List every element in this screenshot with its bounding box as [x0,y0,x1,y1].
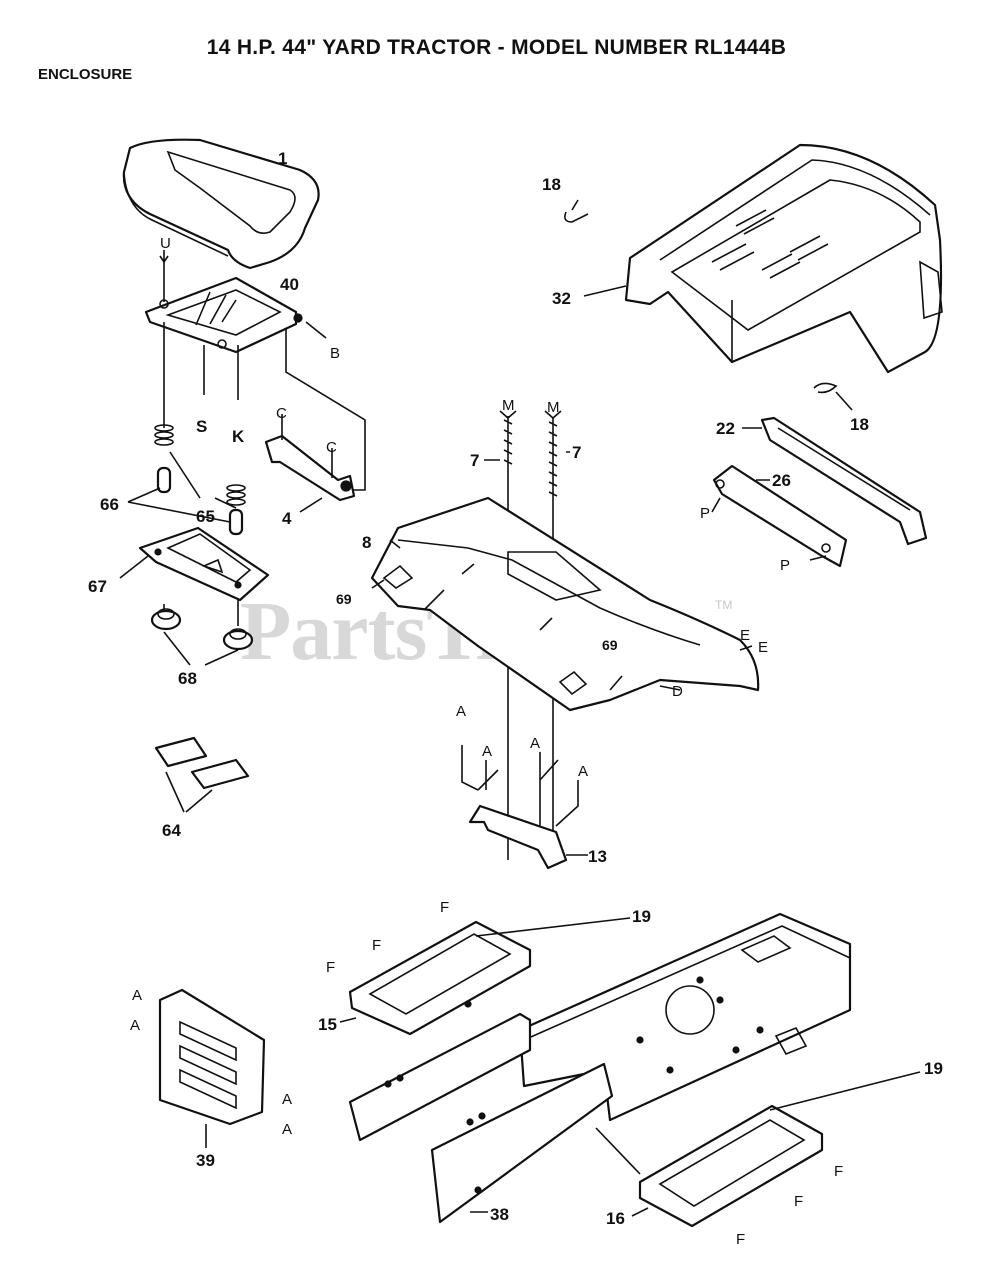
callout-1: 1 [278,149,287,168]
section-label: ENCLOSURE [38,66,133,83]
leader-line [339,1017,357,1023]
leader-line [475,917,631,937]
leader-line [203,328,366,491]
ref-letter-a-2: A [482,743,492,760]
leader-line [571,199,579,211]
ref-letter-a-7: A [282,1091,292,1108]
ref-letter-m-2: M [547,399,560,416]
leader-line [595,1071,921,1175]
seat-hinge-bracket-part[interactable] [264,414,356,502]
ref-letter-a-3: A [530,735,540,752]
bushing-part[interactable] [156,466,244,536]
ref-letter-s: S [196,417,207,436]
callout-15: 15 [318,1015,337,1034]
callout-67: 67 [88,577,107,596]
ref-letter-a-6: A [130,1017,140,1034]
callout-8: 8 [362,533,371,552]
ref-letter-f-4: F [834,1163,843,1180]
callout-40: 40 [280,275,299,294]
hood-clip-part[interactable] [564,211,589,223]
ref-letter-b: B [330,345,340,362]
leader-line [165,771,213,813]
leader-line [371,539,753,691]
footrest-right-part[interactable] [638,1104,824,1228]
leader-line [119,555,149,579]
ref-letter-f-2: F [372,937,381,954]
ref-letter-u: U [160,235,171,252]
hood-part[interactable] [624,143,943,374]
callout-69-right: 69 [602,637,618,653]
watermark-trademark: TM [715,598,733,612]
leader-line [711,479,827,561]
leader-line [631,1207,649,1217]
callout-18-top: 18 [542,175,561,194]
callout-22: 22 [716,419,735,438]
hood-mount-plate-part[interactable] [712,464,848,568]
page-title: 14 H.P. 44" YARD TRACTOR - MODEL NUMBER … [206,36,787,59]
ref-letter-f-5: F [794,1193,803,1210]
leader-line [484,451,570,461]
spring-part[interactable] [154,424,246,506]
callout-4: 4 [282,509,292,528]
leader-line [835,391,853,411]
ref-letter-c-2: C [326,439,337,456]
callout-7-left: 7 [470,451,479,470]
leader-line [127,487,231,523]
leader-line [163,631,239,666]
ref-letter-a-8: A [282,1121,292,1138]
ref-letter-k: K [232,427,245,446]
callout-19-top: 19 [632,907,651,926]
leader-line [299,497,323,513]
callout-64: 64 [162,821,181,840]
hood-support-bar-part[interactable] [760,416,928,546]
callout-16: 16 [606,1209,625,1228]
seat-part[interactable] [122,138,320,270]
ref-letter-e-2: E [758,639,768,656]
ref-letter-p-2: P [780,557,790,574]
ref-letter-f-3: F [326,959,335,976]
leader-line [169,451,237,509]
foot-pad-part[interactable] [154,736,250,790]
fender-support-bracket-part[interactable] [461,745,579,870]
callout-32: 32 [552,289,571,308]
callout-7-right: 7 [572,443,581,462]
ref-letter-a-1: A [456,703,466,720]
callout-68: 68 [178,669,197,688]
callout-13: 13 [588,847,607,866]
ref-letter-c-1: C [276,405,287,422]
ref-letter-m-1: M [502,397,515,414]
footrest-left-part[interactable] [348,920,532,1036]
callout-18-lower: 18 [850,415,869,434]
ref-letter-f-1: F [440,899,449,916]
callout-69-left: 69 [336,591,352,607]
callout-38: 38 [490,1205,509,1224]
ref-letter-p-1: P [700,505,710,522]
seat-bracket-part[interactable] [138,526,270,602]
reference-arrow [159,250,562,420]
seat-pan-part[interactable] [144,276,303,354]
leader-line [583,285,627,297]
leader-line [305,321,327,339]
isolator-part[interactable] [150,608,254,651]
ref-letter-a-5: A [132,987,142,1004]
ref-letter-e-1: E [740,627,750,644]
frame-side-panel-part[interactable] [348,1012,614,1224]
ref-letter-f-6: F [736,1231,745,1248]
pivot-bolt-part[interactable] [503,416,558,500]
callout-26: 26 [772,471,791,490]
callout-19-lower: 19 [924,1059,943,1078]
callout-65: 65 [196,507,215,526]
ref-letter-a-4: A [578,763,588,780]
leader-line [163,600,239,626]
fender-part[interactable] [370,496,760,712]
rear-panel-part[interactable] [158,988,266,1126]
ref-letter-d: D [672,683,683,700]
hood-clip-part[interactable] [813,382,838,394]
callout-66: 66 [100,495,119,514]
callout-39: 39 [196,1151,215,1170]
